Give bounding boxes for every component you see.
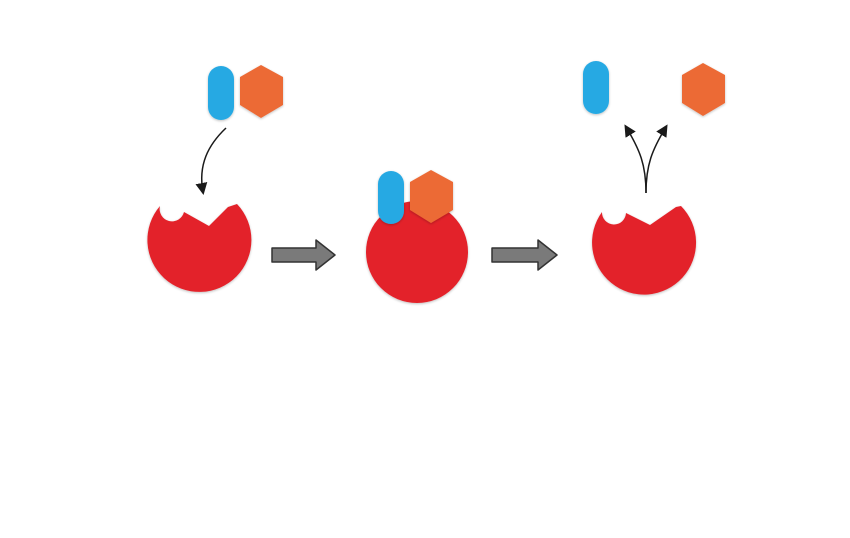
stage-release [583, 61, 725, 295]
enzyme-released [592, 206, 697, 295]
right-arrow-icon-2 [491, 239, 558, 271]
release-arrow-right [645, 124, 668, 194]
stage-arrow-1 [271, 239, 336, 271]
enzyme [147, 204, 252, 292]
orange-hexagon-product [682, 63, 725, 116]
orange-hexagon-docked [410, 170, 453, 223]
release-arrow-left [624, 124, 647, 194]
substrate-pair [208, 65, 283, 120]
stage-arrow-2 [491, 239, 558, 271]
docked-substrate-pair [378, 170, 453, 224]
right-arrow-icon [271, 239, 336, 271]
enzyme-bound [366, 201, 468, 303]
binding-arrow [195, 127, 227, 195]
orange-hexagon-molecule [240, 65, 283, 118]
blue-product [583, 61, 609, 114]
stage-complex [366, 170, 468, 303]
blue-molecule [208, 66, 234, 120]
released-products [583, 61, 725, 116]
blue-molecule-docked [378, 171, 404, 224]
stage-approach [147, 65, 283, 292]
